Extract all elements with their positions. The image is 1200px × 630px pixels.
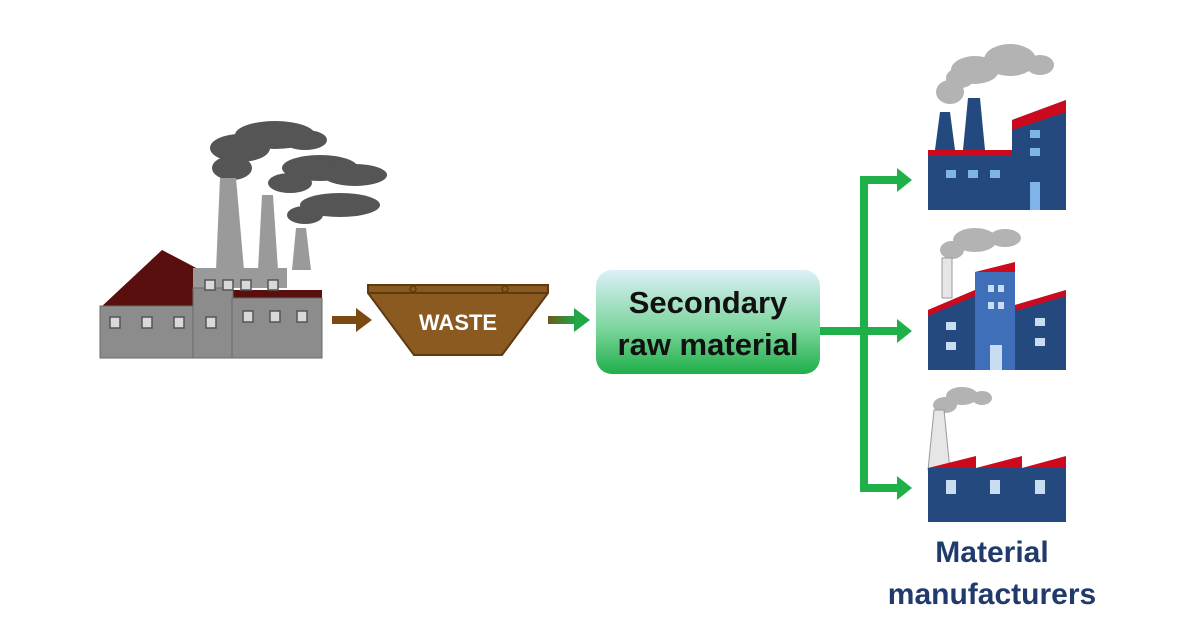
chimney xyxy=(216,178,244,270)
manufacturers-label-line1: Material xyxy=(935,536,1048,569)
manufacturer-factory-icon xyxy=(927,387,1066,522)
manufacturer-factory-icon xyxy=(928,44,1066,210)
secondary-raw-material-box: Secondary raw material xyxy=(596,270,820,374)
arrow-to-secondary xyxy=(548,308,590,332)
polluting-factory-icon xyxy=(99,121,387,359)
smoke-cloud-icon xyxy=(210,121,387,224)
manufacturer-factory-icon xyxy=(928,228,1066,370)
chimney xyxy=(292,228,311,270)
secondary-label-line1: Secondary xyxy=(629,285,788,320)
waste-label: WASTE xyxy=(419,310,497,335)
branch-arrows xyxy=(820,168,912,500)
chimney xyxy=(258,195,278,270)
waste-skip-icon: WASTE xyxy=(367,284,549,356)
manufacturers-label-line2: manufacturers xyxy=(888,578,1096,611)
arrow-to-waste xyxy=(332,308,372,332)
secondary-label-line2: raw material xyxy=(618,327,799,362)
